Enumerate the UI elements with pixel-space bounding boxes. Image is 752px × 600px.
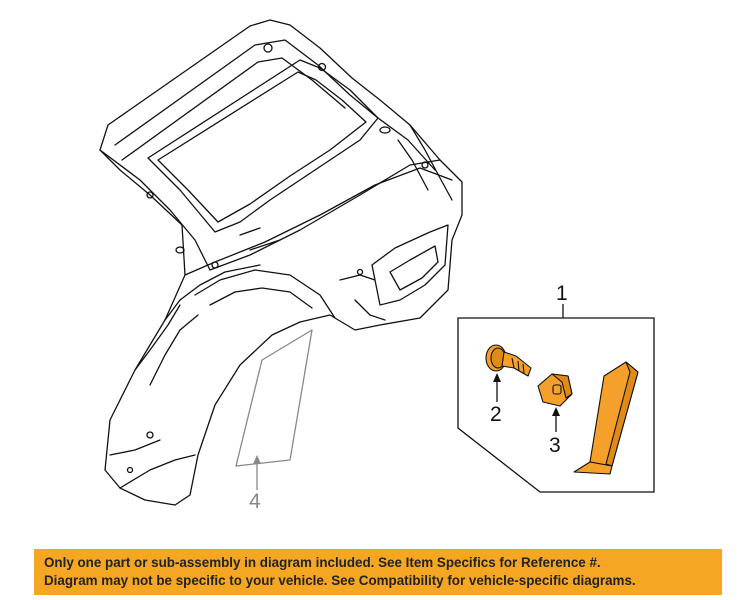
part-1-extension-molding (573, 361, 639, 475)
quarter-panel-drawing (99, 19, 463, 506)
callout-2-arrow (493, 373, 501, 402)
part-3-clip (537, 373, 573, 407)
callout-4-arrow (253, 455, 261, 490)
callout-1-label: 1 (556, 282, 568, 305)
notice-banner: Only one part or sub-assembly in diagram… (34, 549, 722, 595)
callout-3-arrow (552, 407, 560, 432)
callout-2-label: 2 (490, 403, 502, 426)
callout-4-label: 4 (249, 490, 261, 513)
part-2-screw (485, 344, 532, 377)
parts-diagram: 4 1 2 3 (99, 19, 655, 513)
callout-3-label: 3 (549, 434, 561, 457)
notice-line-1: Only one part or sub-assembly in diagram… (44, 555, 601, 570)
part-4-extension-outline (235, 329, 313, 467)
notice-line-2: Diagram may not be specific to your vehi… (44, 573, 636, 588)
